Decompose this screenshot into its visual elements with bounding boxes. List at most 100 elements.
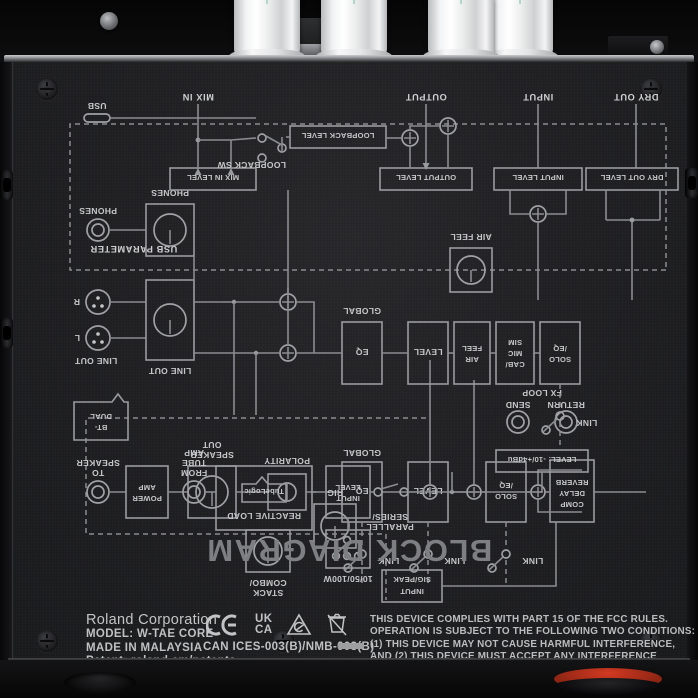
svg-text:TO: TO [92, 468, 104, 478]
svg-text:DRY OUT LEVEL: DRY OUT LEVEL [600, 173, 663, 182]
svg-text:LINK: LINK [444, 556, 466, 566]
knob-2[interactable] [316, 0, 392, 63]
svg-text:LEVEL: LEVEL [413, 347, 442, 357]
svg-text:CAB/: CAB/ [505, 360, 525, 369]
svg-text:SEND: SEND [505, 400, 530, 410]
svg-text:REACTIVE LOAD: REACTIVE LOAD [227, 511, 301, 521]
svg-text:FEEL: FEEL [462, 344, 482, 353]
svg-text:GLOBAL: GLOBAL [343, 448, 381, 458]
side-jack-1[interactable] [0, 170, 13, 200]
panel-screw-bc [272, 630, 294, 652]
right-connector[interactable] [608, 36, 668, 58]
svg-text:POWER: POWER [132, 494, 162, 503]
svg-text:USB: USB [87, 101, 106, 111]
svg-text:10/50/100W: 10/50/100W [323, 574, 373, 584]
svg-text:SPEAKER: SPEAKER [76, 458, 120, 468]
svg-text:SPEAKER: SPEAKER [190, 450, 234, 460]
svg-text:DELAY: DELAY [559, 489, 585, 498]
fcc-line-1: OPERATION IS SUBJECT TO THE FOLLOWING TW… [370, 626, 696, 638]
svg-text:POLARITY: POLARITY [264, 456, 310, 466]
knob-3[interactable] [423, 0, 499, 63]
svg-text:TUBE: TUBE [182, 458, 207, 468]
svg-text:OUTPUT LEVEL: OUTPUT LEVEL [396, 173, 456, 182]
svg-text:INPUT: INPUT [523, 92, 554, 102]
svg-text:DUAL: DUAL [90, 412, 112, 421]
svg-text:SIG/PEAK: SIG/PEAK [393, 575, 431, 584]
ices-line: CAN ICES-003(B)/NMB-003(B) [203, 641, 375, 653]
svg-text:MIC: MIC [507, 349, 522, 358]
svg-text:PHONES: PHONES [79, 206, 117, 216]
svg-text:PARALLEL: PARALLEL [366, 522, 414, 532]
origin-line: MADE IN MALAYSIA [86, 641, 203, 654]
side-jack-2[interactable] [0, 318, 13, 348]
knob-4[interactable] [229, 0, 305, 63]
svg-text:LINK: LINK [522, 556, 544, 566]
svg-text:COMP: COMP [560, 500, 584, 509]
svg-text:SIM: SIM [508, 338, 522, 347]
svg-text:PHONES: PHONES [151, 188, 189, 198]
panel-screw-bl [36, 630, 58, 652]
svg-text:EQ: EQ [355, 486, 368, 496]
svg-text:LOOPBACK LEVEL: LOOPBACK LEVEL [301, 131, 374, 140]
svg-text:RIG: RIG [327, 488, 343, 498]
svg-text:MIX IN: MIX IN [182, 92, 214, 102]
svg-text:MIX IN LEVEL: MIX IN LEVEL [187, 173, 239, 182]
svg-text:OUTPUT: OUTPUT [405, 92, 446, 102]
svg-text:AIR: AIR [465, 355, 479, 364]
svg-text:/EQ: /EQ [553, 344, 567, 353]
diagram-title: BLOCK DIAGRAM [206, 533, 492, 568]
svg-text:LINK: LINK [576, 418, 598, 428]
svg-text:DRY OUT: DRY OUT [613, 92, 658, 102]
svg-text:EQ: EQ [355, 347, 368, 357]
side-jack-3[interactable] [685, 168, 698, 198]
fcc-line-0: THIS DEVICE COMPLIES WITH PART 15 OF THE… [370, 614, 669, 625]
svg-text:RETURN: RETURN [547, 400, 585, 410]
rubber-foot-right-cap [554, 678, 662, 694]
brand-name: Roland Corporation [86, 612, 218, 628]
svg-text:AIR FEEL: AIR FEEL [450, 232, 492, 242]
svg-text:/EQ: /EQ [499, 481, 513, 490]
ices-bar [338, 643, 364, 649]
rubber-foot-left [64, 672, 136, 694]
svg-text:SERIES/: SERIES/ [372, 512, 408, 522]
svg-text:AMP: AMP [184, 448, 204, 458]
rcm-mark-icon [286, 613, 312, 635]
svg-text:FX LOOP: FX LOOP [522, 388, 562, 398]
top-screw-left [100, 12, 118, 30]
svg-text:OUT: OUT [202, 440, 221, 450]
svg-text:STACK: STACK [252, 588, 283, 598]
svg-text:USB PARAMETER: USB PARAMETER [90, 244, 177, 254]
panel-screw-tr [640, 78, 662, 100]
chassis-left-side [0, 62, 14, 660]
svg-text:R: R [73, 297, 80, 307]
knob-1[interactable] [482, 0, 558, 63]
svg-text:FROM: FROM [181, 468, 208, 478]
svg-text:SOLO: SOLO [495, 492, 517, 501]
svg-text:REVERB: REVERB [555, 478, 588, 487]
svg-text:LEVEL: LEVEL [413, 486, 442, 496]
svg-text:LEVEL: -10/+4dBu: LEVEL: -10/+4dBu [507, 455, 576, 464]
chassis-top-lip [4, 55, 694, 62]
svg-text:SOLO: SOLO [549, 355, 571, 364]
svg-text:TubeLogic: TubeLogic [244, 487, 284, 496]
svg-text:LINE OUT: LINE OUT [148, 366, 191, 376]
panel-screw-tl [36, 78, 58, 100]
fcc-line-2: (1) THIS DEVICE MAY NOT CAUSE HARMFUL IN… [370, 638, 676, 650]
ce-mark-icon [206, 614, 237, 636]
svg-text:L: L [74, 333, 80, 343]
svg-text:LOOPBACK SW: LOOPBACK SW [217, 160, 286, 170]
block-diagram: .ln{stroke:#8b8c8f;stroke-width:1.6;fill… [69, 92, 679, 603]
rear-panel-surface [12, 62, 688, 660]
model-line: MODEL: W-TAE CORE [86, 628, 214, 640]
weee-mark-icon [327, 613, 347, 636]
svg-text:COMBO/: COMBO/ [249, 578, 286, 588]
svg-text:INPUT LEVEL: INPUT LEVEL [512, 173, 564, 182]
svg-text:LEVEL: LEVEL [335, 483, 361, 492]
svg-text:LINK: LINK [378, 556, 400, 566]
svg-text:LINE OUT: LINE OUT [74, 356, 117, 366]
svg-text:INPUT: INPUT [400, 587, 424, 596]
svg-text:BT-: BT- [94, 423, 107, 432]
